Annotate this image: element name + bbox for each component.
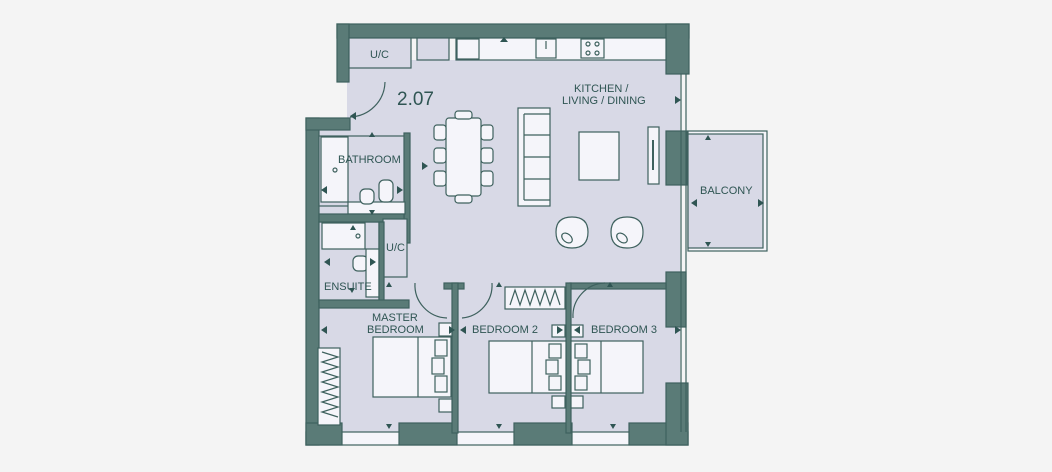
wall-left (305, 117, 320, 446)
master-label-2: BEDROOM (367, 324, 424, 336)
partition-master-bed2 (451, 282, 459, 434)
unit-number: 2.07 (397, 89, 434, 110)
bed2-door-arc (461, 282, 493, 319)
hob-icon (580, 38, 605, 59)
kitchen-label-1: KITCHEN / (574, 83, 629, 95)
ensuite-bathtub (321, 222, 366, 250)
kitchen-label-2: LIVING / DINING (562, 95, 646, 107)
bedroom-wall-top-right (569, 282, 667, 290)
ensuite-label: ENSUITE (324, 281, 372, 293)
bathroom-counter (347, 201, 406, 215)
cupboard-small (416, 37, 450, 61)
bathroom-label: BATHROOM (338, 154, 401, 166)
fridge (456, 38, 480, 60)
wall-top-left (336, 23, 350, 83)
balcony-label: BALCONY (700, 185, 753, 197)
kitchen-counter (455, 37, 667, 61)
wall-right-pillar (665, 130, 688, 186)
bedroom-wall-top-left (318, 299, 410, 309)
bed3-door-arc (572, 282, 606, 319)
bathroom-toilet (378, 179, 394, 203)
armchair-right (610, 216, 644, 249)
ensuite-wall (318, 213, 405, 223)
wall-top (336, 23, 690, 39)
wall-bottom-seg3 (513, 422, 573, 446)
uc-mid-label: U/C (386, 242, 405, 254)
uc-cupboard-mid (382, 218, 408, 278)
wall-bottom-seg1 (305, 422, 343, 446)
wall-right-mid (665, 271, 687, 328)
wall-top-right (665, 23, 690, 75)
ensuite-wall-right (378, 221, 385, 303)
uc-cupboard-top (348, 37, 412, 69)
bathroom-basin (359, 188, 375, 205)
armchair-left (555, 216, 589, 249)
partition-bed2-bed3 (565, 282, 572, 434)
balcony-floor (687, 133, 764, 249)
master-label-1: MASTER (372, 312, 418, 324)
dining-table (445, 117, 482, 197)
uc-top-label: U/C (370, 49, 389, 61)
wall-right-lower (665, 382, 689, 446)
bedroom2-label: BEDROOM 2 (472, 324, 538, 336)
wall-bottom-seg2 (398, 422, 458, 446)
master-door-arc (414, 282, 448, 319)
bedroom3-label: BEDROOM 3 (591, 324, 657, 336)
wall-left-top (305, 117, 351, 131)
coffee-table (578, 131, 620, 181)
